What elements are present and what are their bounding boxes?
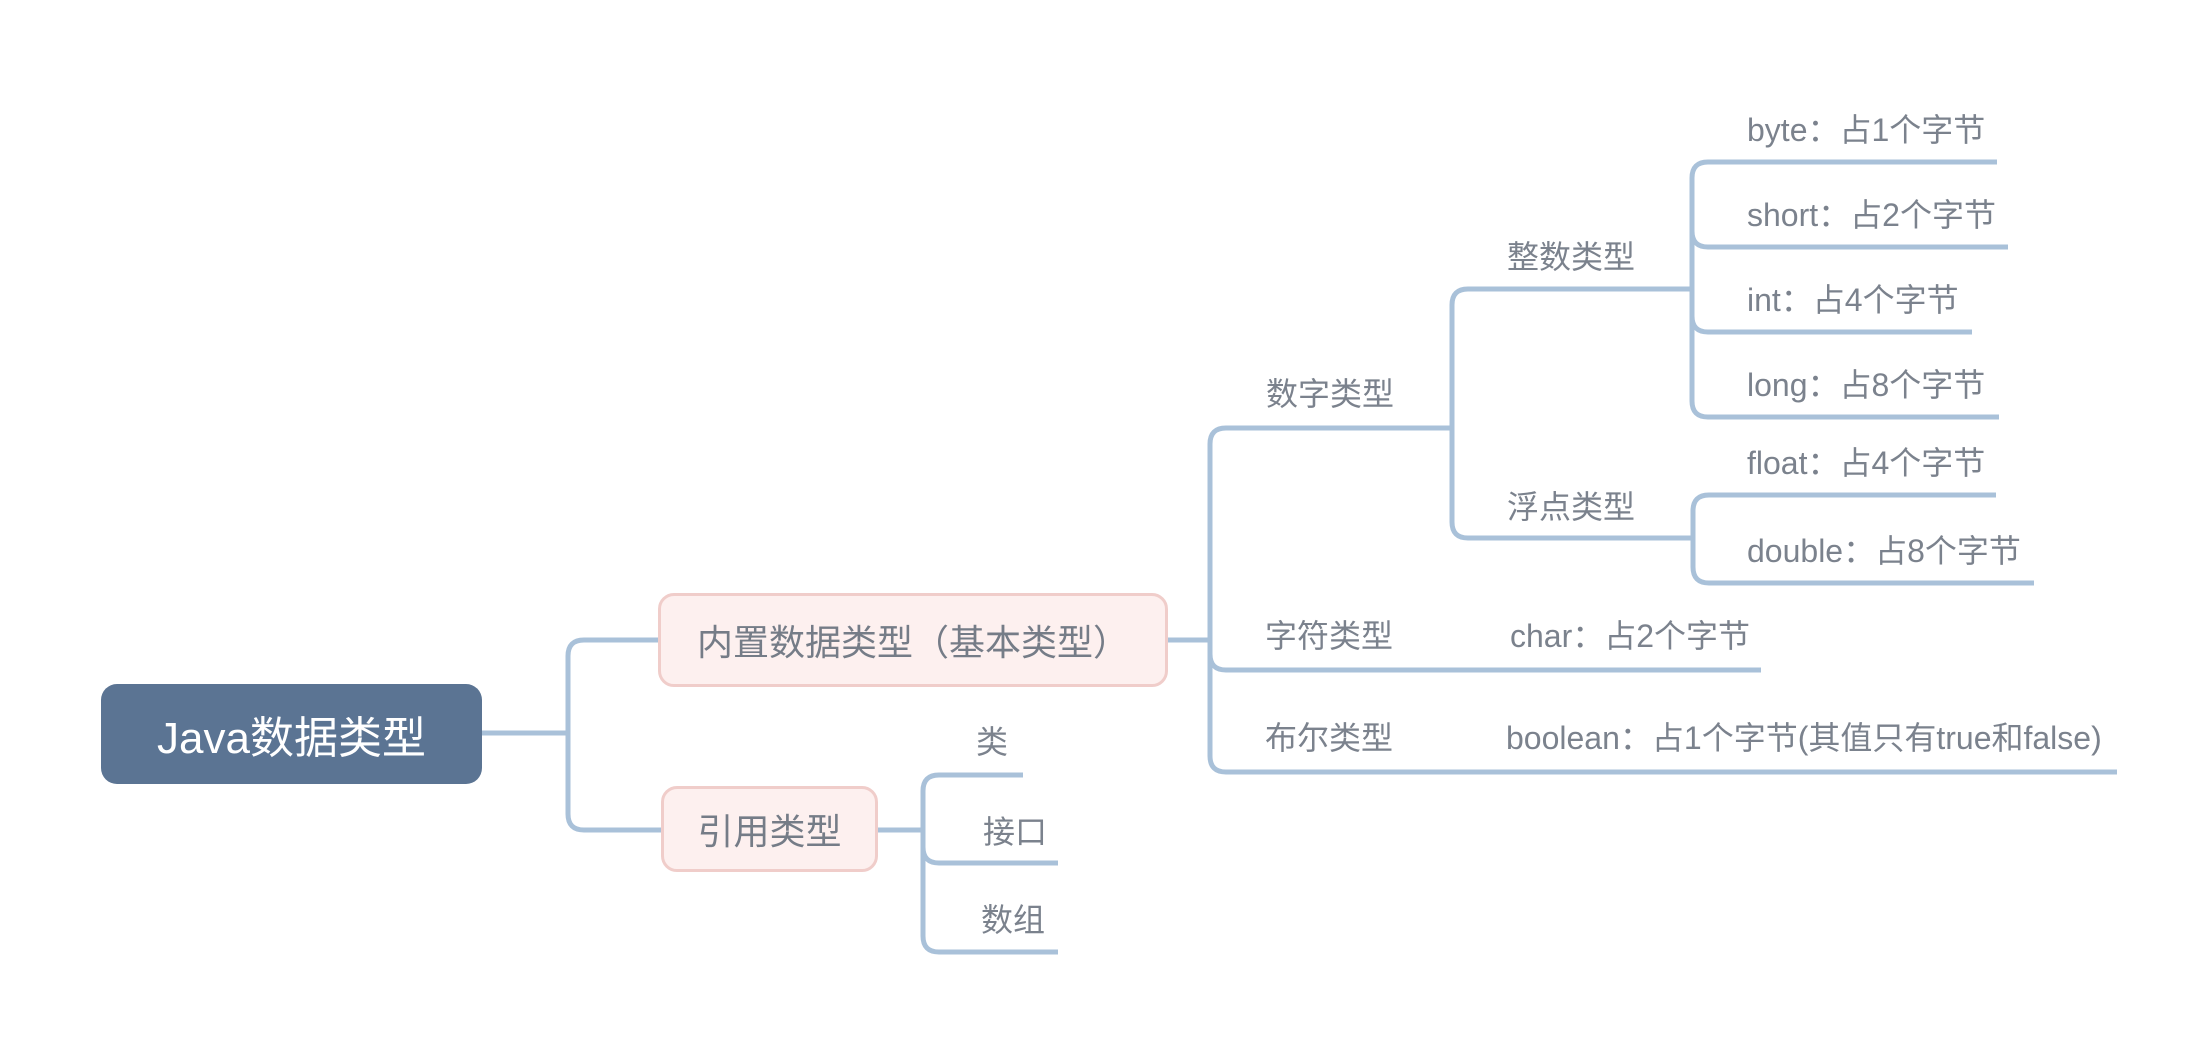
node-byte[interactable]: byte：占1个字节 [1747,112,1986,148]
node-integer-type[interactable]: 整数类型 [1507,239,1636,275]
node-floating-type[interactable]: 浮点类型 [1507,489,1636,525]
connector-level1-bus [565,637,661,833]
node-bool-type[interactable]: 布尔类型 [1265,720,1394,756]
node-reference-type[interactable]: 引用类型 [661,786,878,872]
node-class[interactable]: 类 [976,724,1009,760]
node-short[interactable]: short：占2个字节 [1747,197,1996,233]
node-array[interactable]: 数组 [981,902,1046,938]
node-char-type[interactable]: 字符类型 [1265,618,1394,654]
node-root[interactable]: Java数据类型 [101,684,482,784]
node-float[interactable]: float：占4个字节 [1747,445,1986,481]
node-number-type[interactable]: 数字类型 [1266,376,1395,412]
node-long[interactable]: long：占8个字节 [1747,367,1986,403]
node-double[interactable]: double：占8个字节 [1747,533,2021,569]
node-char-detail[interactable]: char：占2个字节 [1510,618,1751,654]
node-interface[interactable]: 接口 [983,814,1048,850]
node-int[interactable]: int：占4个字节 [1747,282,1959,318]
node-builtin-types[interactable]: 内置数据类型（基本类型） [658,593,1168,687]
node-bool-detail[interactable]: boolean：占1个字节(其值只有true和false) [1506,720,2102,756]
